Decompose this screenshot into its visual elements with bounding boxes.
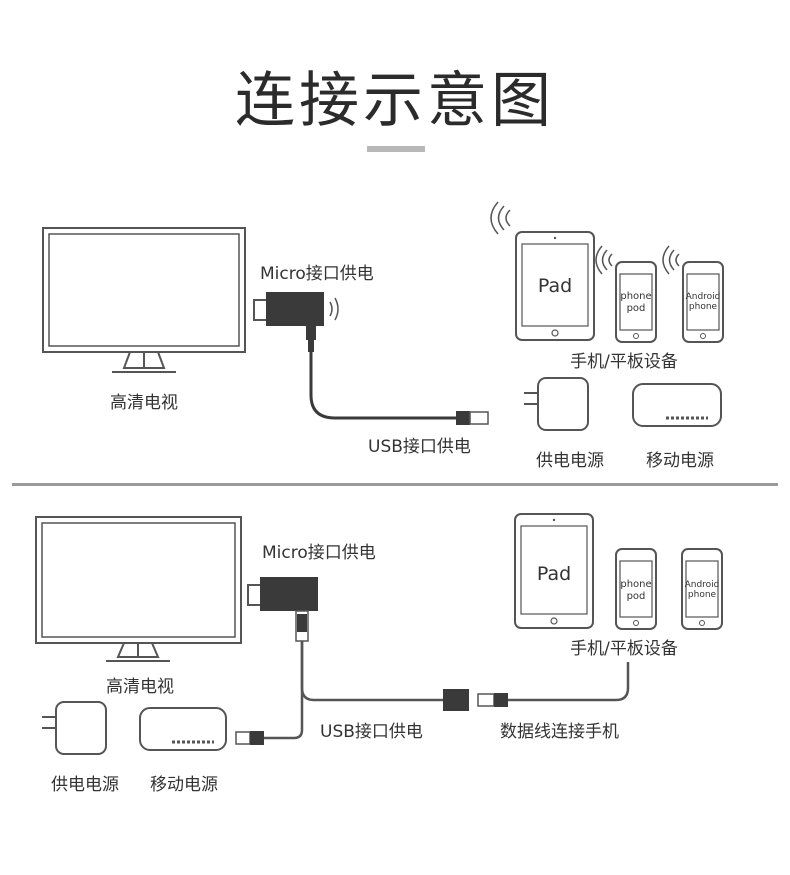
data-cable: [508, 662, 630, 702]
phone-icon: [615, 548, 657, 630]
section-divider: [12, 483, 778, 486]
y-cable: [300, 641, 445, 702]
devices-label: 手机/平板设备: [570, 639, 678, 659]
phone-text-line2: pod: [627, 303, 646, 314]
phone-text-line2: phone: [689, 302, 718, 312]
power-bank-icon: [139, 707, 227, 751]
power-label: 供电电源: [51, 775, 119, 795]
phone-icon: [681, 548, 723, 630]
wifi-signal-icon: [329, 297, 339, 321]
micro-port-label: Micro接口供电: [260, 264, 374, 284]
wifi-signal-icon: [490, 201, 511, 235]
y-cable-branch: [262, 641, 304, 740]
power-adapter-icon: [42, 701, 107, 755]
tv-label: 高清电视: [106, 677, 174, 697]
usb-plug: [477, 693, 508, 707]
powerbank-label: 移动电源: [150, 775, 218, 795]
usb-cable: [309, 352, 458, 420]
phone-text-line2: pod: [627, 591, 646, 602]
tv-icon: [42, 227, 246, 373]
micro-port-label: Micro接口供电: [262, 543, 376, 563]
title-underline: [367, 146, 425, 152]
power-bank-icon: [632, 383, 722, 427]
hdmi-dongle: [253, 292, 324, 352]
usb-female-connector: [443, 689, 469, 711]
tablet-icon: [514, 513, 594, 629]
phone-text-line1: phone: [620, 579, 651, 590]
page-title: 连接示意图: [235, 66, 555, 136]
usb-plug: [235, 731, 264, 745]
tv-label: 高清电视: [110, 393, 178, 413]
power-adapter-icon: [524, 377, 589, 431]
devices-label: 手机/平板设备: [570, 352, 678, 372]
tablet-icon: [515, 231, 595, 341]
tv-icon: [35, 516, 242, 662]
hdmi-dongle: [247, 577, 318, 642]
usb-port-label: USB接口供电: [368, 437, 471, 457]
power-label: 供电电源: [536, 451, 604, 471]
cable-label: 数据线连接手机: [500, 722, 619, 742]
tablet-text: Pad: [538, 275, 572, 297]
wifi-signal-icon: [595, 245, 613, 275]
phone-text-line1: Android: [686, 292, 721, 302]
tablet-text: Pad: [537, 563, 571, 585]
phone-icon: [615, 261, 657, 343]
phone-icon: [682, 261, 724, 343]
wifi-signal-icon: [662, 245, 680, 275]
phone-text-line1: phone: [620, 291, 651, 302]
usb-plug: [456, 411, 489, 425]
phone-text-line1: Android: [685, 580, 720, 590]
powerbank-label: 移动电源: [646, 451, 714, 471]
phone-text-line2: phone: [688, 590, 717, 600]
usb-port-label: USB接口供电: [320, 722, 423, 742]
